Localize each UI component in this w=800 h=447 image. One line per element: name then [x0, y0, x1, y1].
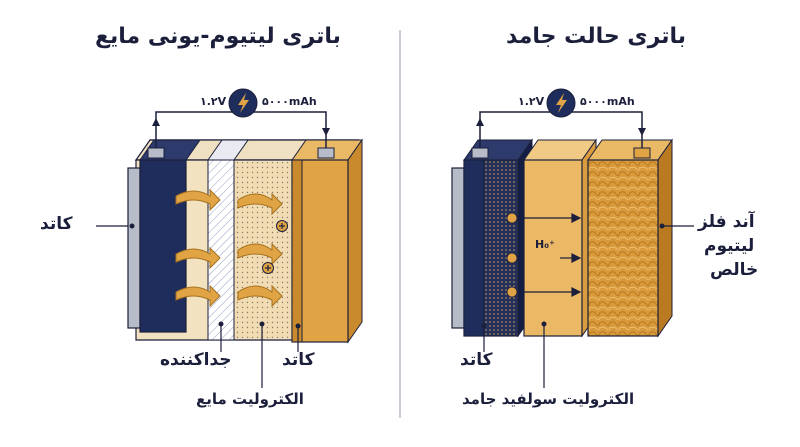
left-cathode-block	[139, 159, 187, 333]
solid-state-battery-graphic	[451, 111, 694, 388]
right-voltage: ۱.۲V	[518, 95, 545, 108]
right-lightning-bolt-icon	[546, 88, 576, 118]
left-lightning-bolt-icon	[228, 88, 258, 118]
anode-label-line1: آند فلز	[698, 212, 755, 232]
right-cathode-label: کاتد	[460, 350, 493, 370]
right-panel-title: باتری حالت جامد	[506, 24, 687, 49]
anode-label-line2: لیتیوم	[704, 236, 755, 256]
solid-electrolyte-block	[523, 159, 583, 337]
left-anode-label: کاتد	[282, 350, 315, 370]
liquid-electrolyte-label: الکترولیت مایع	[196, 390, 304, 408]
right-capacity: ۵۰۰۰mAh	[580, 95, 635, 108]
left-voltage: ۱.۲V	[200, 95, 227, 108]
left-capacity: ۵۰۰۰mAh	[262, 95, 317, 108]
solid-electrolyte-label: الکترولیت سولفید جامد	[462, 390, 635, 408]
separator-label: جداکننده	[160, 350, 232, 370]
left-panel-title: باتری لیتیوم-یونی مایع	[95, 24, 341, 49]
lithium-metal-anode-block	[587, 159, 659, 337]
anode-label-line3: خالص	[710, 260, 759, 280]
left-current-collector	[127, 167, 141, 329]
left-cathode-label: کاتد	[40, 214, 73, 234]
liquid-battery-graphic	[96, 111, 363, 388]
hydrogen-ion-label: H₀⁺	[535, 238, 555, 251]
